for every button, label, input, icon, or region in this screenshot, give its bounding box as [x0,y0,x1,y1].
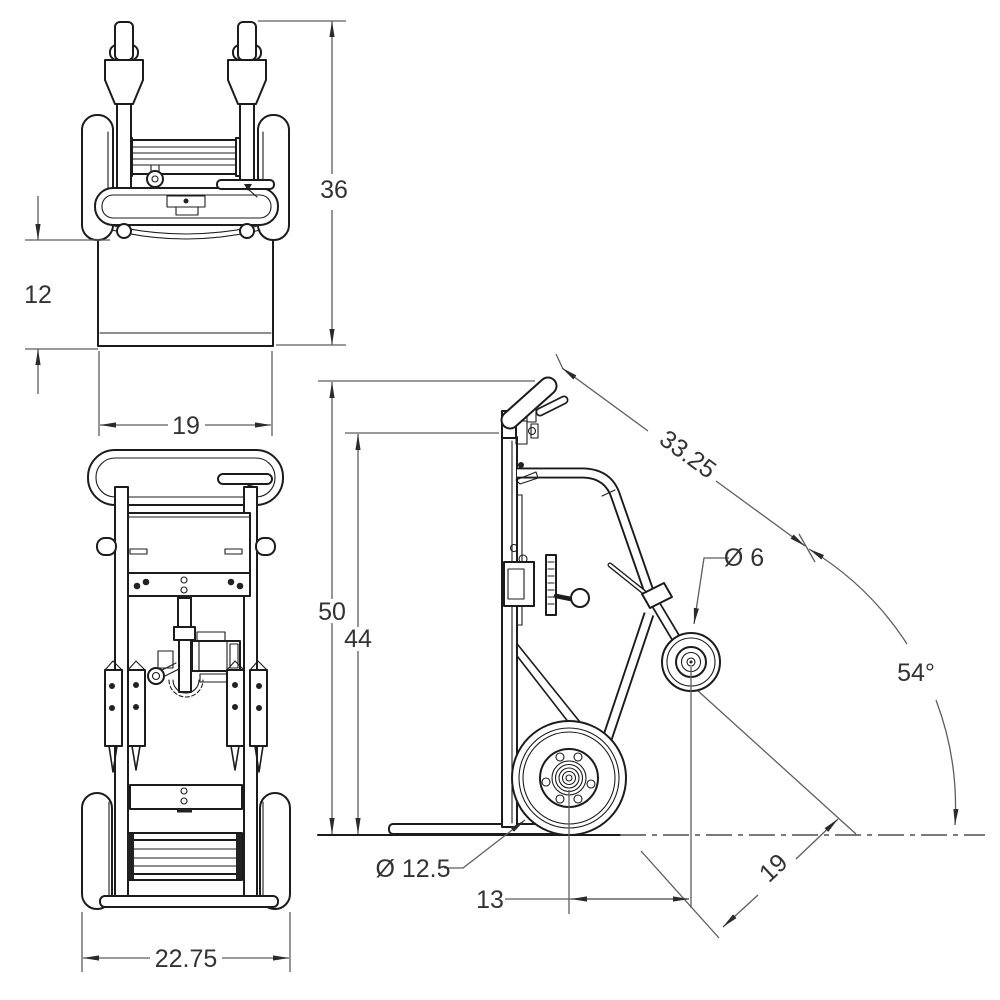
side-hooks-front [96,537,276,556]
dimension-label-54deg: 54° [897,659,935,687]
frame-tube-side [515,462,660,608]
axis-tick-line [798,533,816,563]
front-view: 22.75 [81,449,291,973]
right-wheel-front [259,792,291,910]
bolt-plate-front [127,572,251,599]
back-panel-front [127,512,251,574]
axle-front [99,895,279,908]
handle-grip-side [500,376,569,445]
axis-reference-line [696,689,857,835]
winch-drum-top [123,137,245,177]
dimension-label-13: 13 [476,886,504,914]
clamp-jaws-front [104,660,268,773]
handle-loop-front [87,449,284,506]
lever-top [216,179,275,198]
front-view-dimensions: 22.75 [81,912,291,973]
winch-side [503,543,590,616]
dimension-label-19-diagonal: 19 [754,848,793,887]
lower-crossplate-front [129,784,243,813]
top-view-dimensions: 36 12 19 [24,20,348,440]
dimension-label-44: 44 [344,625,372,653]
post-side [501,410,523,828]
top-view: 36 12 19 [24,20,348,440]
dimension-label-36: 36 [320,176,348,204]
caster-side [607,562,721,692]
left-handle-top [104,21,144,191]
apron-top [94,187,279,240]
main-wheel-side [511,720,627,836]
rear-leg-side [595,612,655,759]
dimension-label-wheel-diameter: Ø 12.5 [375,855,450,883]
dimension-label-33-25: 33.25 [654,425,721,485]
dimension-label-caster-diameter: Ø 6 [724,544,764,572]
dimension-label-12: 12 [24,281,52,309]
winch-front [147,631,241,698]
dimension-label-50: 50 [318,598,346,626]
nose-plate-side [388,823,561,835]
left-wheel-front [81,792,113,910]
right-handle-top [227,21,267,191]
deck-front [127,832,243,881]
side-view: 50 44 33.25 Ø 6 54° Ø 12.5 13 19 [317,353,985,939]
dimension-label-22-75: 22.75 [155,945,218,973]
base-reference-line [640,850,720,939]
knob-top [146,164,164,188]
dimension-label-19-drum: 19 [172,412,200,440]
